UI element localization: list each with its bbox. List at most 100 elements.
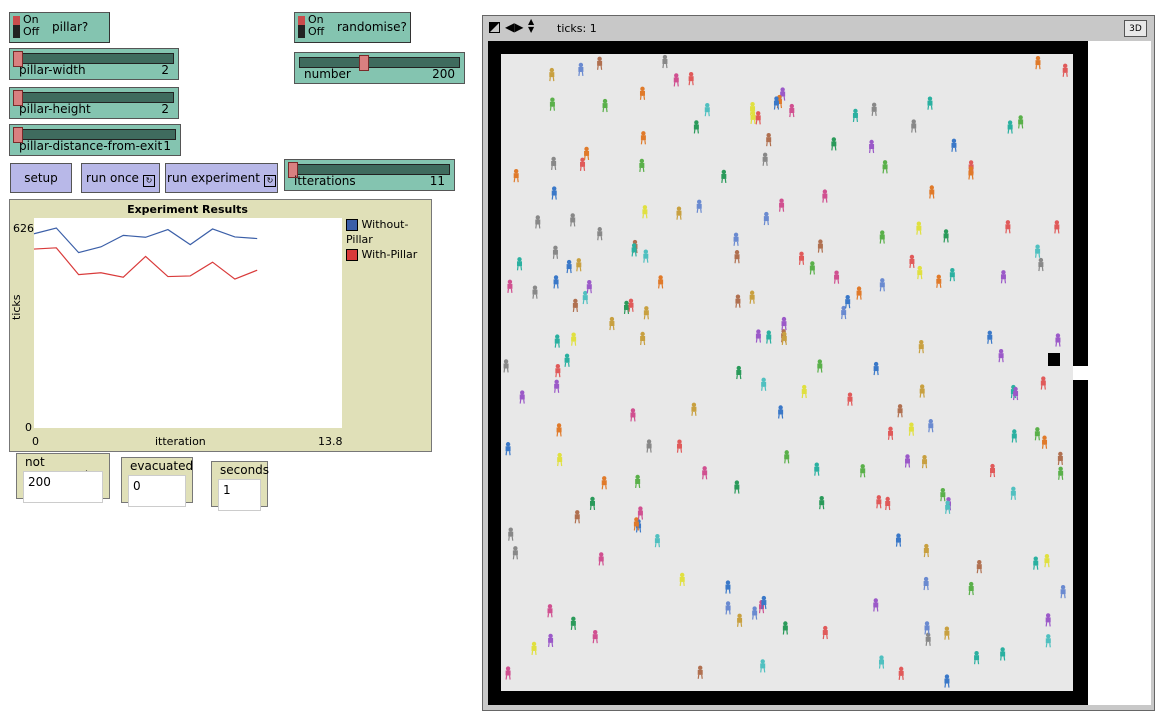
agents-layer (503, 54, 1068, 688)
y-max-tick: 626 (13, 222, 34, 235)
person-agent (735, 294, 741, 308)
person-agent (578, 62, 584, 77)
person-agent (725, 601, 731, 615)
person-agent (639, 86, 646, 100)
person-agent (505, 442, 511, 456)
setup-button-label: setup (24, 171, 58, 185)
person-agent (531, 641, 537, 656)
person-agent (579, 157, 586, 171)
person-agent (998, 348, 1004, 363)
person-agent (949, 268, 955, 282)
person-agent (631, 243, 637, 257)
person-agent (868, 139, 875, 154)
world-canvas[interactable] (488, 41, 1088, 705)
person-agent (1054, 220, 1060, 234)
plot-title: Experiment Results (127, 203, 248, 216)
person-agent (551, 156, 557, 171)
person-agent (535, 215, 541, 229)
person-agent (817, 239, 824, 253)
setup-button[interactable]: setup (10, 163, 72, 193)
legend-swatch-blue (346, 219, 358, 231)
height-arrows-icon[interactable]: ▲▼ (528, 17, 535, 34)
person-agent (798, 251, 805, 265)
person-agent (761, 377, 767, 391)
number-slider[interactable]: number 200 (294, 52, 465, 84)
slider-track[interactable] (299, 57, 460, 68)
person-agent (778, 405, 784, 419)
person-agent (640, 131, 646, 145)
pillar-height-slider[interactable]: pillar-height 2 (9, 87, 179, 119)
person-agent (755, 329, 762, 343)
person-agent (643, 249, 649, 263)
pillar-switch[interactable]: On Off pillar? (9, 12, 110, 43)
slider-thumb[interactable] (13, 90, 23, 106)
slider-thumb[interactable] (13, 51, 23, 67)
switch-on-off: On Off (23, 14, 39, 38)
person-agent (749, 290, 755, 304)
person-agent (944, 674, 950, 688)
person-agent (878, 655, 885, 669)
person-agent (507, 279, 513, 293)
person-agent (564, 353, 570, 367)
person-agent (637, 506, 644, 520)
person-agent (571, 332, 577, 346)
person-agent (1018, 115, 1024, 129)
person-agent (551, 186, 557, 200)
width-arrows-icon[interactable]: ◀▶ (505, 20, 524, 34)
person-agent (633, 517, 639, 531)
person-agent (1007, 120, 1013, 134)
person-agent (673, 73, 679, 87)
world-view: ◀▶ ▲▼ ticks: 1 3D (482, 15, 1155, 711)
resize-icon-inner (489, 22, 500, 33)
person-agent (752, 606, 758, 620)
slider-thumb[interactable] (359, 55, 369, 71)
person-agent (609, 316, 615, 331)
person-agent (513, 168, 519, 183)
person-agent (895, 533, 902, 547)
switch-knob[interactable] (298, 16, 305, 38)
randomise-switch[interactable]: On Off randomise? (294, 12, 411, 43)
not-evacuated-monitor: not evacuated 200 (16, 453, 110, 503)
slider-value: 2 (161, 63, 169, 77)
person-agent (885, 496, 891, 511)
pillar-distance-slider[interactable]: pillar-distance-from-exit 1 (9, 124, 181, 156)
person-agent (704, 103, 710, 117)
person-agent (763, 211, 769, 226)
plot-area (34, 218, 342, 428)
legend-label: Without-Pillar (346, 218, 409, 246)
resize-icon[interactable] (489, 22, 500, 33)
person-agent (927, 96, 933, 110)
person-agent (921, 454, 928, 469)
person-agent (597, 227, 603, 241)
person-agent (781, 331, 787, 346)
person-agent (852, 108, 859, 123)
series-line-with-pillar (33, 247, 258, 280)
person-agent (1034, 427, 1040, 441)
3d-button[interactable]: 3D (1124, 20, 1147, 37)
person-agent (654, 533, 660, 548)
slider-thumb[interactable] (288, 162, 298, 178)
person-agent (601, 476, 607, 490)
switch-knob[interactable] (13, 16, 20, 38)
person-agent (582, 290, 588, 305)
person-agent (973, 650, 980, 665)
person-agent (639, 158, 645, 173)
run-once-button[interactable]: run once↻ (81, 163, 160, 193)
experiment-results-plot: Experiment Results 626 0 0 13.8 itterati… (9, 199, 432, 452)
person-agent (782, 621, 788, 635)
person-agent (887, 426, 894, 440)
person-agent (873, 361, 879, 376)
slider-name: number (304, 67, 351, 81)
slider-thumb[interactable] (13, 127, 23, 143)
pillar-width-slider[interactable]: pillar-width 2 (9, 48, 179, 80)
slider-name: pillar-height (19, 102, 91, 116)
room-floor (501, 54, 1073, 691)
person-agent (733, 232, 739, 246)
iterations-slider[interactable]: itterations 11 (284, 159, 455, 191)
person-agent (968, 581, 974, 596)
x-max-tick: 13.8 (318, 435, 343, 448)
person-agent (929, 185, 935, 199)
x-min-tick: 0 (32, 435, 39, 448)
run-experiment-button[interactable]: run experiment↻ (165, 163, 278, 193)
person-agent (784, 450, 790, 464)
